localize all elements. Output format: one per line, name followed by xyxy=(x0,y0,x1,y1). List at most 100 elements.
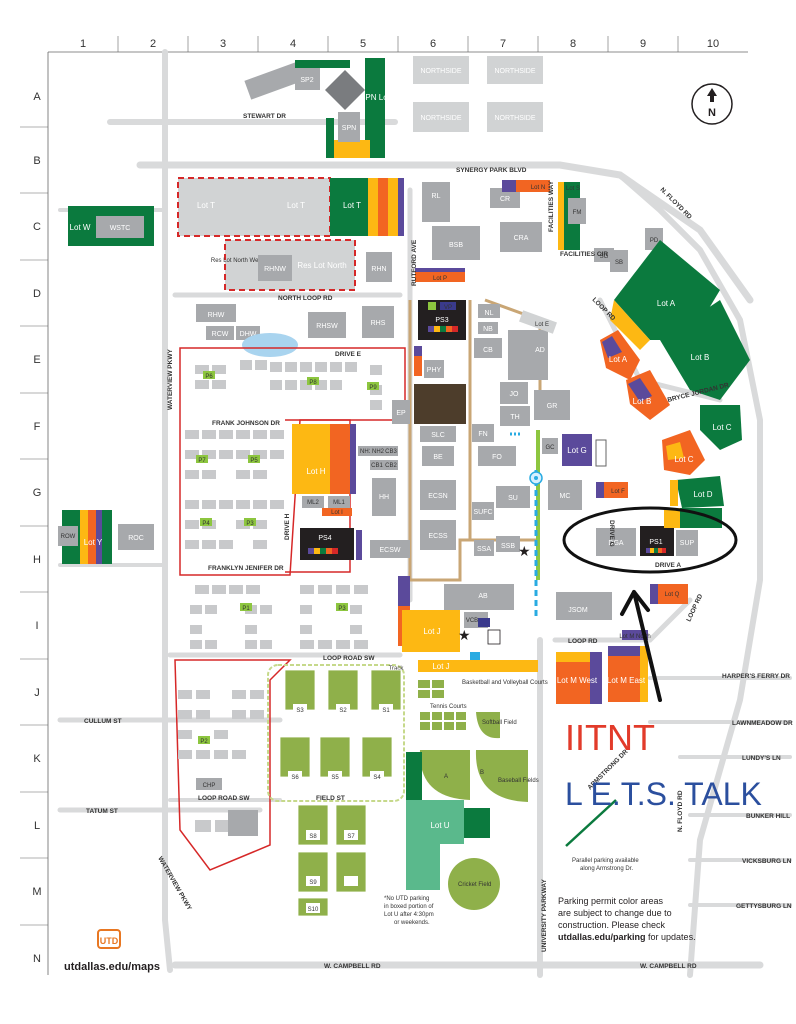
lot-d: Lot D xyxy=(693,490,712,499)
west-residences: RHW RCW DHW RHSW RHS xyxy=(174,304,406,871)
annotation-lets-talk: L E.T.S. TALK xyxy=(565,776,762,812)
lot-m-west: Lot M West xyxy=(557,676,598,685)
building-ecss: ECSS xyxy=(428,533,447,540)
north-arrow-icon xyxy=(707,88,717,102)
maps-url[interactable]: utdallas.edu/maps xyxy=(64,961,160,973)
building-rhsw: RHSW xyxy=(316,323,338,330)
building-mc: MC xyxy=(560,493,571,500)
building-fn: FN xyxy=(478,431,487,438)
building-rhs: RHS xyxy=(371,320,386,327)
field-s10: S10 xyxy=(308,907,319,913)
building-cr: CR xyxy=(500,196,510,203)
note-parallel-line-2: along Armstrong Dr. xyxy=(580,866,633,872)
athletic-fields: Track S3 S2 S1 S6 S5 S4 S8 S7 S9 S10 xyxy=(267,664,548,917)
pod-p2: P2 xyxy=(200,739,208,745)
roads xyxy=(57,49,792,978)
star-ssb: ★ xyxy=(518,543,531,559)
lot-spn: SPN Lot xyxy=(360,93,391,102)
lot-s: Lot S xyxy=(566,186,580,192)
building-nl: NL xyxy=(485,310,494,317)
building-dga: DGA xyxy=(608,540,624,547)
street-frank-johnson-dr: FRANK JOHNSON DR xyxy=(212,420,280,427)
hand-annotations: IITNT L E.T.S. TALK xyxy=(562,506,762,812)
ps1-color-key xyxy=(646,548,666,553)
street-vicksburg-ln: VICKSBURG LN xyxy=(742,858,792,865)
building-ml1: ML1 xyxy=(333,500,345,506)
lot-t-2: Lot T xyxy=(287,201,305,210)
building-sufc: SUFC xyxy=(473,509,492,516)
street-lundys-ln: LUNDY'S LN xyxy=(742,755,781,762)
grid-col-5: 5 xyxy=(360,38,366,50)
label-basketball-courts: Basketball and Volleyball Courts xyxy=(462,680,548,686)
building-ad: AD xyxy=(535,347,545,354)
grid-col-9: 9 xyxy=(640,38,646,50)
street-drive-e: DRIVE E xyxy=(335,351,362,358)
lot-c-2: Lot C xyxy=(674,455,693,464)
label-baseball-fields: Baseball Fields xyxy=(498,778,539,784)
building-slc: SLC xyxy=(431,432,445,439)
label-field-b: B xyxy=(480,770,484,776)
building-ssa: SSA xyxy=(477,546,491,553)
map-grid-frame: 1 2 3 4 5 6 7 8 9 10 A B C D E F G H I J… xyxy=(20,36,748,975)
pod-p3a: P3 xyxy=(246,521,254,527)
lot-h: Lot H xyxy=(306,467,325,476)
grid-col-2: 2 xyxy=(150,38,156,50)
garage-ps4: PS4 xyxy=(318,535,331,542)
building-rl: RL xyxy=(432,193,441,200)
lot-u: Lot U xyxy=(430,821,449,830)
street-w-campbell-rd-1: W. CAMPBELL RD xyxy=(324,963,381,970)
street-north-loop-rd: NORTH LOOP RD xyxy=(278,295,333,302)
building-nh2: NH2 xyxy=(372,449,385,455)
garage-ps3: PS3 xyxy=(435,317,448,324)
grid-row-g: G xyxy=(33,487,42,499)
grid-row-c: C xyxy=(33,221,41,233)
grid-row-b: B xyxy=(33,155,40,167)
pod-p4: P4 xyxy=(202,521,210,527)
label-cricket-field: Cricket Field xyxy=(458,882,491,888)
building-fm: FM xyxy=(573,210,582,216)
north-area: NORTHSIDE NORTHSIDE NORTHSIDE NORTHSIDE … xyxy=(244,56,543,158)
building-be: BE xyxy=(433,454,443,461)
street-gettysburg-ln: GETTYSBURG LN xyxy=(736,903,792,910)
lot-t-3: Lot T xyxy=(343,201,361,210)
street-drive-g: DRIVE G xyxy=(608,520,615,547)
field-s1: S1 xyxy=(382,708,390,714)
lot-b-2: Lot B xyxy=(633,397,652,406)
lot-t-area: Lot T Lot T Lot T Lot W WSTC Res Lot Nor… xyxy=(68,177,404,291)
building-cb3: CB3 xyxy=(385,449,397,455)
street-university-parkway: UNIVERSITY PARKWAY xyxy=(541,878,548,952)
label-softball-field: Softball Field xyxy=(482,720,517,726)
street-synergy-park-blvd: SYNERGY PARK BLVD xyxy=(456,167,527,174)
lot-m-east: Lot M East xyxy=(607,676,646,685)
note-permit-line-2: are subject to change due to xyxy=(558,908,672,918)
lot-j-1: Lot J xyxy=(423,627,440,636)
note-permit-tail: for updates. xyxy=(646,932,696,942)
building-roc: ROC xyxy=(128,535,144,542)
building-spn: SPN xyxy=(342,125,356,132)
lot-t-1: Lot T xyxy=(197,201,215,210)
building-su: SU xyxy=(508,495,518,502)
badge-vp-ps3: VP xyxy=(444,305,452,311)
building-chp: CHP xyxy=(203,783,216,789)
armstrong-parallel-parking xyxy=(565,799,617,847)
pod-p1: P1 xyxy=(242,606,250,612)
lot-y: Lot Y xyxy=(84,538,103,547)
pod-p6: P6 xyxy=(205,374,213,380)
field-s5: S5 xyxy=(331,775,339,781)
field-s3-a: S3 xyxy=(296,708,304,714)
building-northside-3: NORTHSIDE xyxy=(420,115,461,122)
ps3-color-key xyxy=(428,326,458,332)
building-gr: GR xyxy=(547,403,558,410)
street-cullum-st: CULLUM ST xyxy=(84,718,122,725)
link-utdallas-parking[interactable]: utdallas.edu/parking xyxy=(558,932,646,942)
ps4-color-key xyxy=(308,548,338,554)
compass: N xyxy=(691,83,733,125)
note-parallel-line-1: Parallel parking available xyxy=(572,858,639,864)
street-tatum-st: TATUM ST xyxy=(86,808,118,815)
pod-p3b: P3 xyxy=(338,606,346,612)
building-phy: PHY xyxy=(427,367,442,374)
lot-a-2: Lot A xyxy=(609,355,628,364)
utd-logo-text: UTD xyxy=(100,936,119,946)
grid-col-4: 4 xyxy=(290,38,296,50)
